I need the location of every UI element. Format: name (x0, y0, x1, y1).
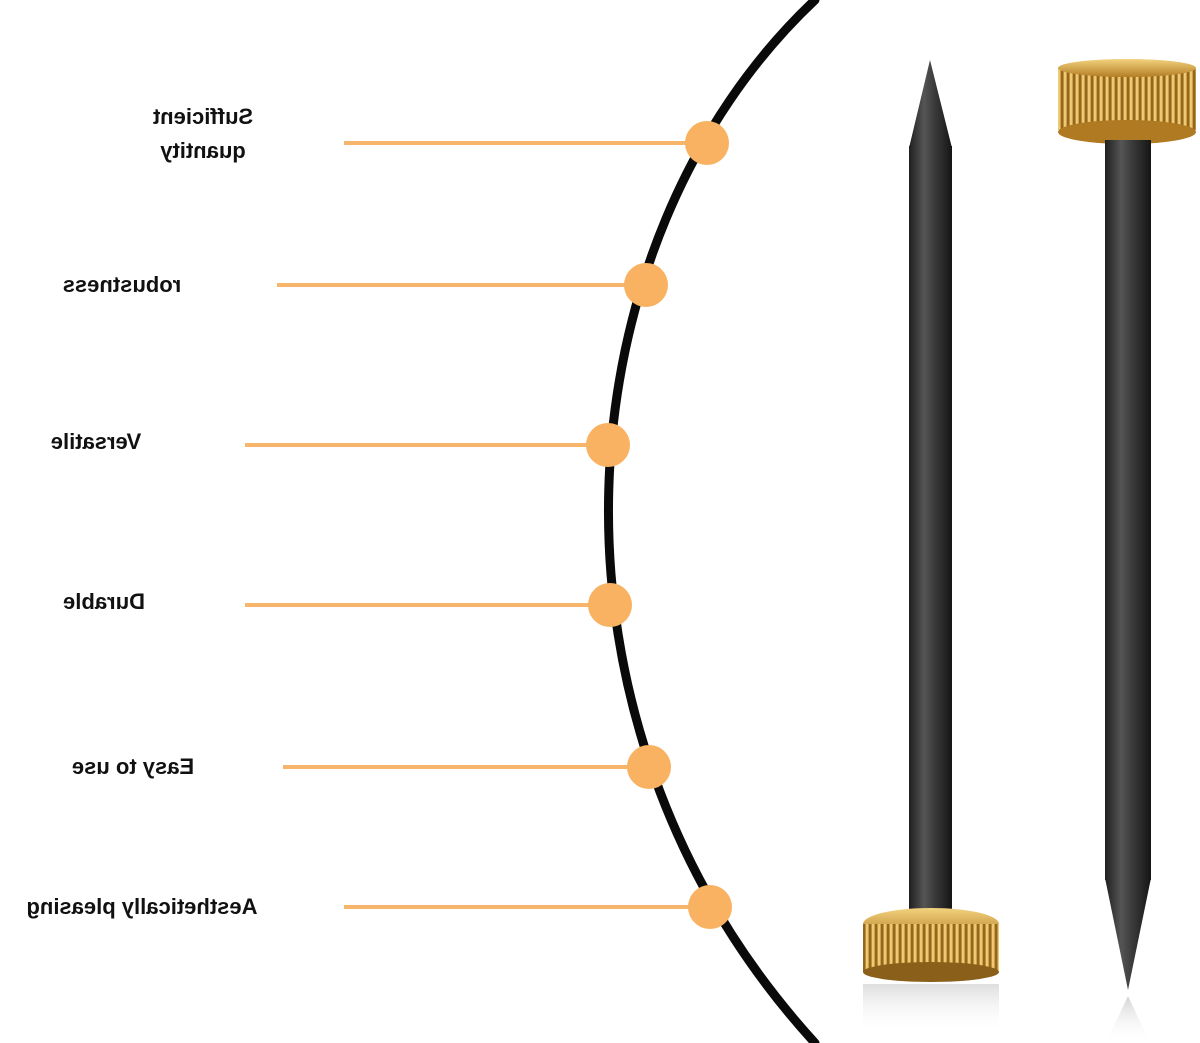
feature-label: Durable (0, 585, 254, 619)
pin-right-head-bottom (1058, 120, 1196, 144)
pin-right-head (1058, 68, 1196, 130)
feature-label: Versatile (0, 425, 246, 459)
pin-right-tip (1105, 878, 1151, 990)
pin-left-tip (909, 60, 952, 148)
feature-label-line: quantity (160, 138, 246, 163)
feature-label: robustness (0, 268, 272, 302)
feature-label: Easy to use (0, 750, 283, 784)
feature-label-line: Versatile (50, 429, 142, 454)
connector-dot (624, 263, 668, 307)
pin-right (1058, 59, 1196, 1043)
connector-dots (586, 121, 732, 929)
pin-left-head-bottom (863, 962, 999, 982)
pin-right-head-top (1058, 59, 1196, 77)
feature-label-line: Sufficient (152, 104, 254, 129)
pin-right-reflection (1106, 996, 1150, 1043)
pin-left-reflection (863, 984, 999, 1034)
feature-label: Sufficient quantity (53, 100, 353, 168)
feature-label-line: Easy to use (71, 754, 195, 779)
connector-dot (586, 423, 630, 467)
pin-left-shaft (909, 146, 952, 916)
feature-label-line: Durable (63, 589, 145, 614)
connector-dot (627, 745, 671, 789)
feature-label-line: robustness (62, 272, 182, 297)
pin-right-shaft (1105, 140, 1151, 880)
connector-dot (688, 885, 732, 929)
pin-left (863, 60, 999, 1034)
feature-label: Aesthetically pleasing (0, 890, 292, 924)
feature-label-line: Aesthetically pleasing (26, 894, 258, 919)
connector-dot (685, 121, 729, 165)
connector-dot (588, 583, 632, 627)
connector-lines (245, 141, 710, 909)
